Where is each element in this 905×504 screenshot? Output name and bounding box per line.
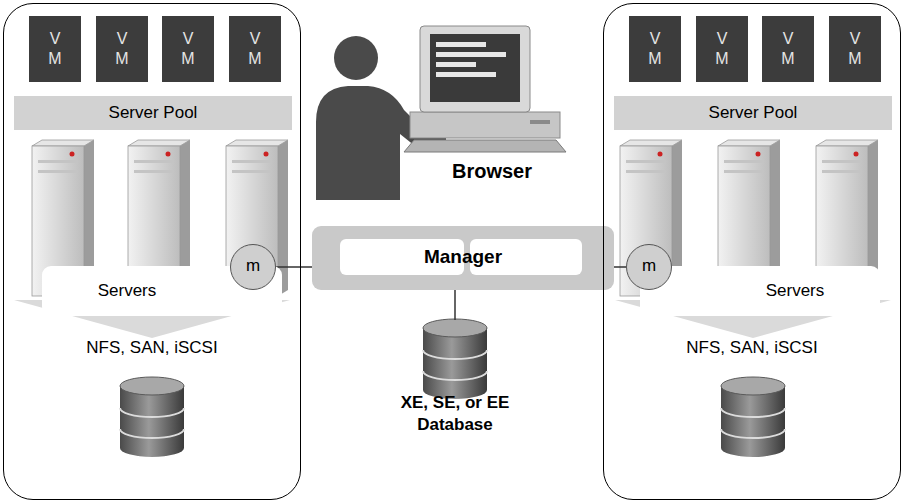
servers-box: Servers — [640, 266, 880, 316]
vm-box: V M — [162, 16, 214, 82]
database: XE, SE, or EE Database — [385, 320, 525, 448]
manager-agent-circle: m — [626, 244, 672, 290]
pool-label: Server Pool — [109, 103, 198, 123]
server-pool-bar: Server Pool — [14, 96, 292, 130]
vm-box: V M — [29, 16, 81, 82]
manager-label: Manager — [312, 246, 614, 268]
server-pool-bar: Server Pool — [614, 96, 892, 130]
connector-line — [276, 266, 312, 268]
storage-label: NFS, SAN, iSCSI — [4, 338, 300, 358]
m-label: m — [642, 257, 656, 274]
user-at-computer — [316, 26, 566, 200]
browser-label: Browser — [452, 160, 532, 183]
vm-box: V M — [229, 16, 281, 82]
manager-agent-circle: m — [230, 244, 276, 290]
vm-box: V M — [696, 16, 748, 82]
connector-line — [454, 290, 456, 320]
vm-box: V M — [829, 16, 881, 82]
vm-box: V M — [762, 16, 814, 82]
connector-line — [614, 266, 626, 268]
servers-label: Servers — [98, 281, 157, 301]
vm-label: V M — [47, 29, 63, 69]
server-pool-region: NFS, SAN, iSCSI V M V M V M V M Server PoolSe… — [3, 3, 301, 500]
storage-cylinder — [120, 377, 184, 457]
pool-label: Server Pool — [709, 103, 798, 123]
vm-label: V M — [180, 29, 196, 69]
db-label: XE, SE, or EE Database — [385, 392, 525, 436]
vm-label: V M — [647, 29, 663, 69]
vm-box: V M — [629, 16, 681, 82]
server-pool-region: NFS, SAN, iSCSI V M V M V M V M Server PoolSe… — [603, 3, 901, 500]
vm-box: V M — [96, 16, 148, 82]
m-label: m — [246, 257, 260, 274]
manager-band: Manager — [312, 226, 614, 290]
vm-label: V M — [780, 29, 796, 69]
vm-label: V M — [714, 29, 730, 69]
servers-label: Servers — [766, 281, 825, 301]
vm-label: V M — [247, 29, 263, 69]
vm-label: V M — [847, 29, 863, 69]
storage-cylinder — [721, 377, 785, 457]
vm-label: V M — [114, 29, 130, 69]
storage-label: NFS, SAN, iSCSI — [604, 338, 900, 358]
database-cylinder — [423, 319, 487, 399]
